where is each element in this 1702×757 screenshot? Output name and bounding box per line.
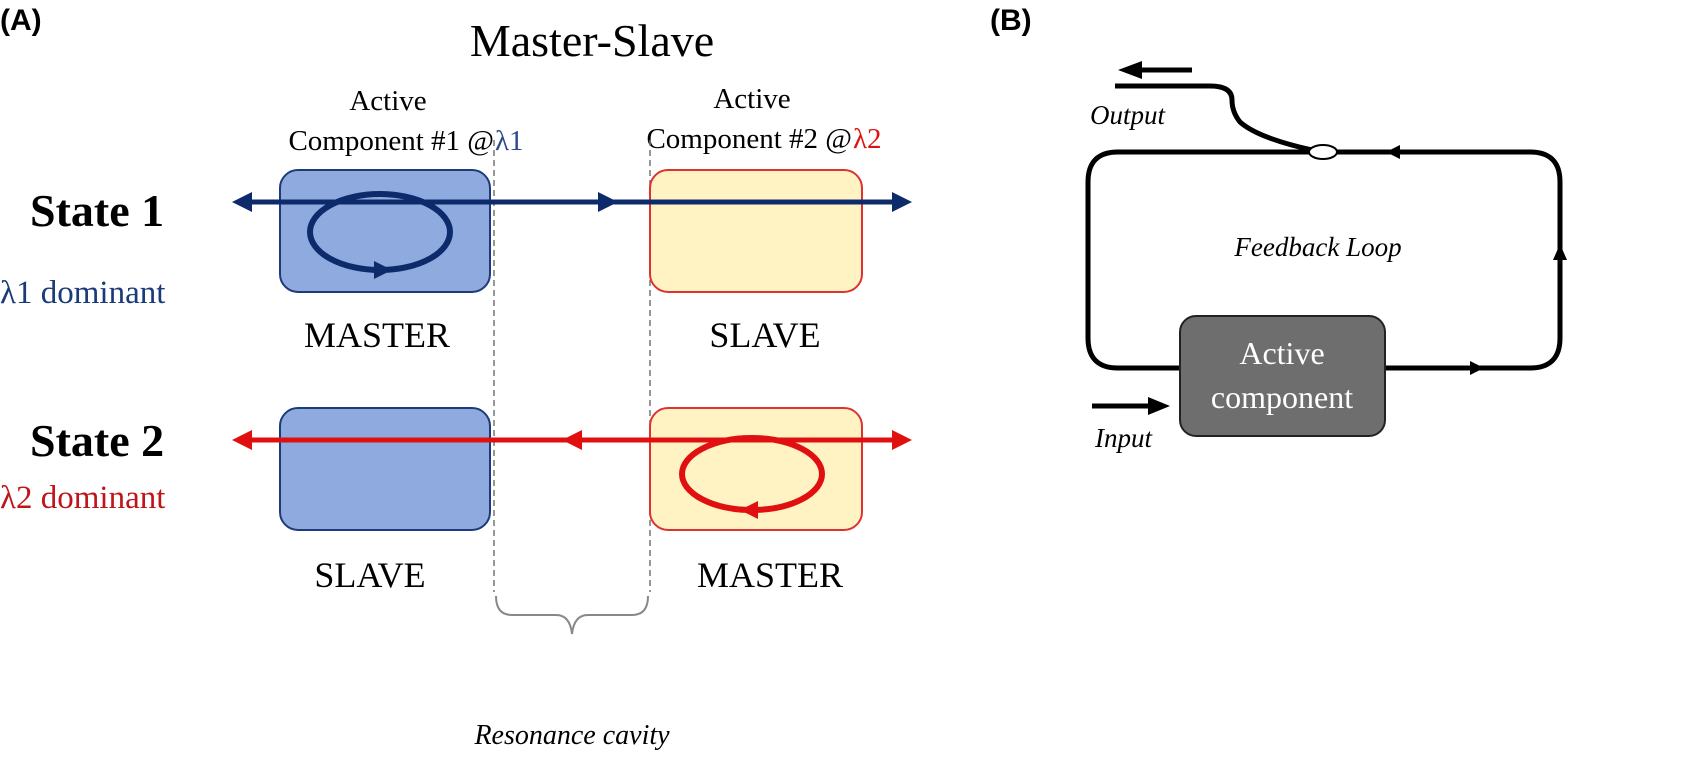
state1-label: State 1 — [30, 185, 164, 236]
output-fiber — [1115, 83, 1313, 153]
state2-component1-box — [279, 407, 491, 531]
state1-dominant: λ1 dominant — [0, 275, 165, 311]
panel-a: (A) Master-Slave Active Component #1 @ λ… — [0, 4, 912, 751]
input-label: Input — [1094, 423, 1153, 453]
active-component-box — [1179, 315, 1386, 437]
component1-label-line2: Component #1 @ — [288, 125, 494, 157]
coupler — [1308, 144, 1338, 160]
arrow-left-icon — [1118, 61, 1142, 79]
active-component-line1: Active — [1239, 335, 1324, 371]
panel-a-label: (A) — [0, 4, 42, 37]
cavity-brace — [495, 595, 649, 635]
arrow-right-icon — [892, 192, 912, 212]
arrow-right-icon — [1148, 397, 1170, 415]
component2-lambda: λ2 — [853, 123, 882, 155]
state2-left-role: SLAVE — [314, 555, 425, 595]
component1-label-line1: Active — [349, 85, 426, 117]
state1-left-role: MASTER — [304, 315, 450, 355]
arrow-left-icon — [232, 192, 252, 212]
state1-right-role: SLAVE — [709, 315, 820, 355]
arrow-right-icon — [1470, 361, 1484, 375]
component2-label-line1: Active — [713, 83, 790, 115]
arrow-right-icon — [598, 192, 618, 212]
active-component-line2: component — [1211, 379, 1353, 415]
state2-right-role: MASTER — [697, 555, 843, 595]
component2-label-line2: Component #2 @ — [646, 123, 852, 155]
panel-b-label: (B) — [990, 4, 1032, 37]
arrow-left-icon — [232, 430, 252, 450]
loop-arrow-icon — [374, 261, 392, 279]
arrow-left-icon — [1386, 145, 1400, 159]
state2-label: State 2 — [30, 415, 164, 466]
output-label: Output — [1090, 100, 1167, 130]
panel-a-title: Master-Slave — [470, 15, 714, 66]
feedback-loop-label: Feedback Loop — [1233, 232, 1401, 262]
loop-arrow-icon — [740, 501, 758, 519]
arrow-left-icon — [562, 430, 582, 450]
arrow-right-icon — [892, 430, 912, 450]
panel-b: (B) Active component Output Input Feedba… — [990, 4, 1567, 453]
arrow-up-icon — [1553, 244, 1567, 260]
state1-component2-box — [649, 169, 863, 293]
component1-lambda: λ1 — [495, 125, 524, 157]
cavity-label: Resonance cavity — [473, 720, 670, 751]
state2-dominant: λ2 dominant — [0, 480, 165, 516]
